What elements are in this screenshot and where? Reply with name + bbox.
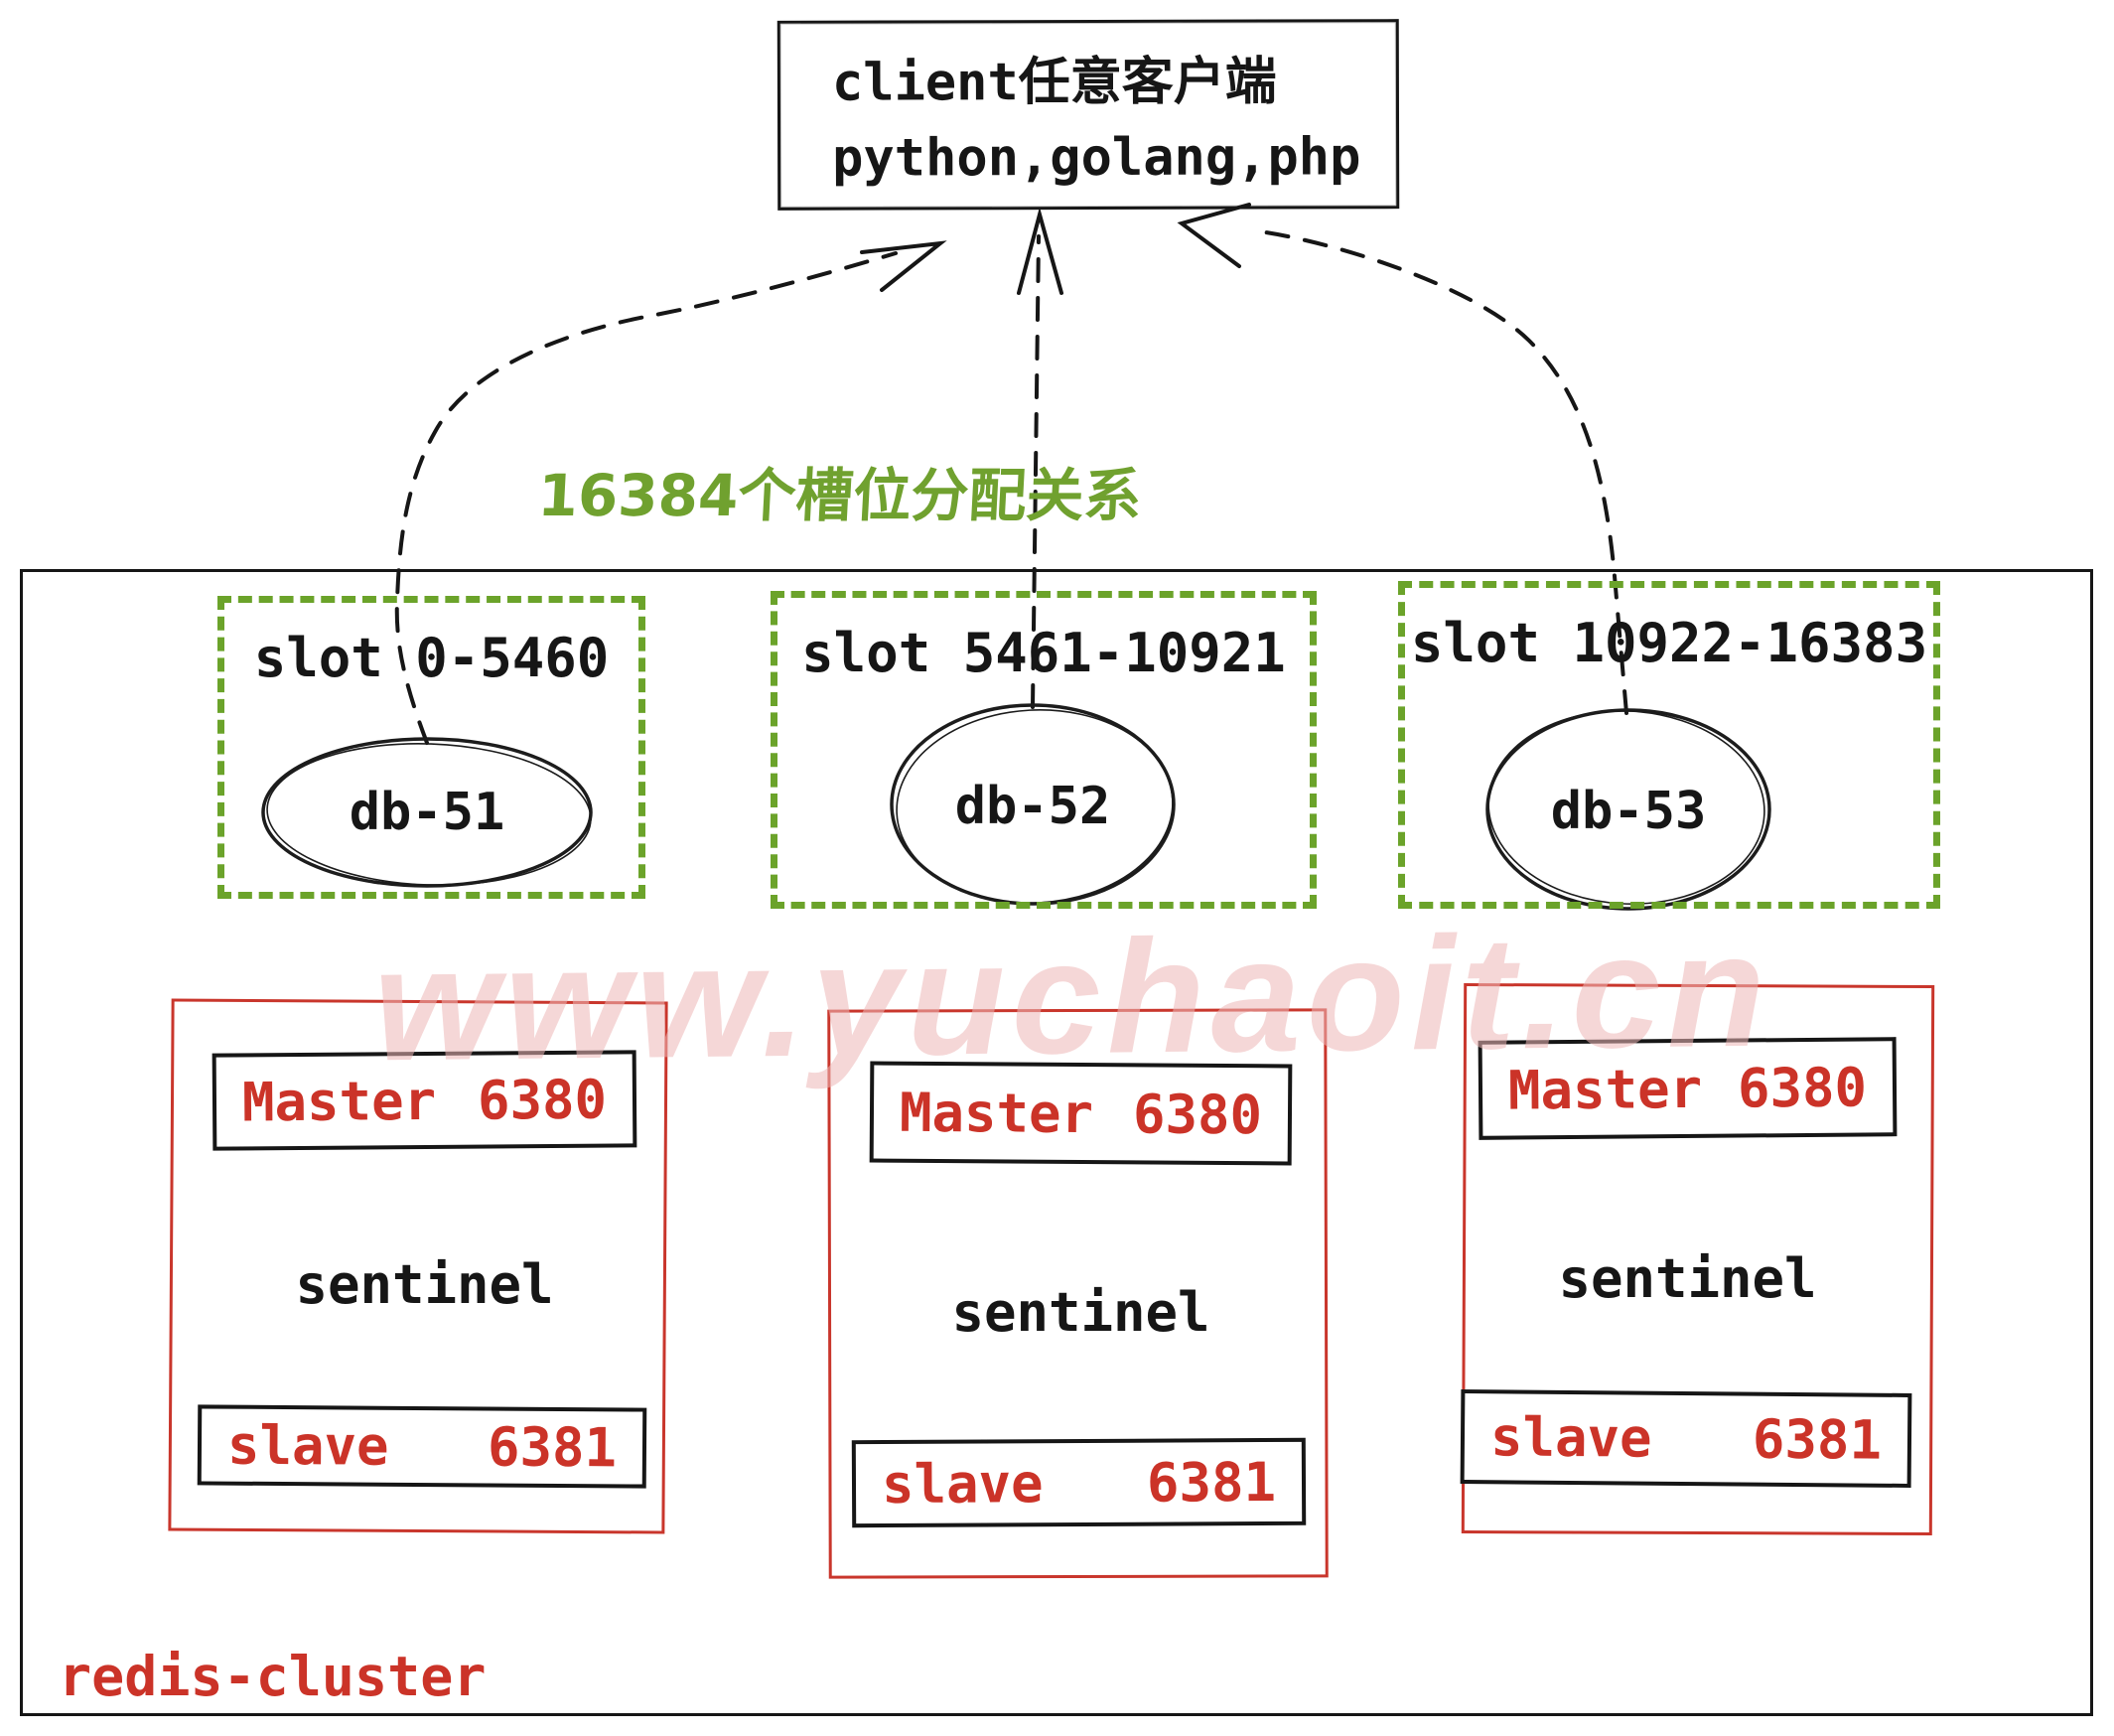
slave-box-3: slave 6381 — [1460, 1389, 1912, 1488]
slave-port-2: 6381 — [1146, 1450, 1277, 1515]
master-label-1: Master — [241, 1069, 437, 1133]
sentinel-label-3: sentinel — [1558, 1247, 1817, 1310]
db-52-label: db-52 — [954, 777, 1111, 836]
arrow-db52-to-client — [1031, 234, 1041, 709]
master-box-3: Master 6380 — [1478, 1037, 1898, 1140]
db-51-label: db-51 — [349, 783, 505, 842]
master-box-1: Master 6380 — [211, 1050, 637, 1151]
slave-port-1: 6381 — [487, 1415, 618, 1480]
db-53-ellipse — [1485, 708, 1771, 911]
master-port-3: 6380 — [1737, 1055, 1868, 1120]
sentinel-label-2: sentinel — [951, 1281, 1210, 1344]
sentinel-label-1: sentinel — [295, 1253, 554, 1316]
slot-allocation-note: 16384个槽位分配关系 — [535, 462, 1144, 529]
arrowhead-db53 — [1177, 203, 1251, 268]
slot-group-1: slot 0-5460 — [217, 596, 645, 899]
slot-range-label-3: slot 10922-16383 — [1410, 612, 1928, 674]
arrow-db53-to-client — [1257, 229, 1628, 715]
slot-range-label-2: slot 5461-10921 — [801, 622, 1286, 684]
master-port-2: 6380 — [1132, 1082, 1263, 1146]
master-box-2: Master 6380 — [869, 1061, 1293, 1166]
db-53-label: db-53 — [1550, 782, 1707, 841]
redis-cluster-label: redis-cluster — [59, 1645, 487, 1708]
slot-group-3: slot 10922-16383 — [1398, 581, 1940, 909]
arrowhead-db52 — [1017, 207, 1063, 295]
client-line2: python,golang,php — [832, 127, 1361, 189]
slave-port-3: 6381 — [1752, 1407, 1883, 1472]
cluster-outer-box — [20, 569, 2093, 1716]
db-51-ellipse-sketch — [266, 743, 592, 886]
slave-label-2: slave — [881, 1451, 1044, 1516]
slot-group-2: slot 5461-10921 — [771, 591, 1317, 909]
arrowhead-db51 — [860, 240, 947, 292]
slave-label-3: slave — [1489, 1405, 1652, 1470]
slave-box-1: slave 6381 — [197, 1404, 647, 1489]
arrow-db51-to-client — [394, 251, 898, 745]
master-label-2: Master — [899, 1081, 1094, 1145]
slave-label-1: slave — [226, 1413, 389, 1478]
slot-range-label-1: slot 0-5460 — [253, 627, 610, 689]
slave-box-2: slave 6381 — [851, 1437, 1307, 1528]
master-label-3: Master — [1507, 1057, 1703, 1122]
master-port-1: 6380 — [477, 1068, 608, 1132]
client-box: client任意客户端 python,golang,php — [776, 19, 1400, 211]
client-line1: client任意客户端 — [831, 52, 1277, 113]
